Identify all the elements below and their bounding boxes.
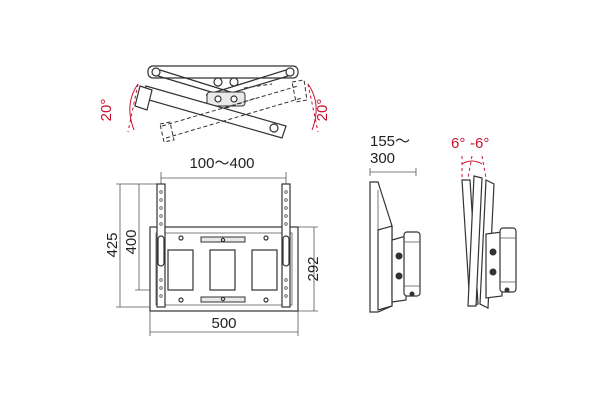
tilt-down-label: -6° <box>470 135 489 152</box>
plate-width-dimline <box>149 311 299 336</box>
swivel-left-label: 20° <box>98 99 115 122</box>
vesa-horizontal-dimline <box>160 172 287 184</box>
mount-plate-dashed <box>161 85 303 139</box>
pivot-left <box>151 67 161 77</box>
depth-dimline <box>369 168 417 176</box>
tilt-view: 6° -6° <box>451 135 517 309</box>
top-view-swivel: 20° 20° <box>98 65 331 143</box>
vesa-vertical-label: 400 <box>123 229 140 254</box>
side-arm <box>391 235 407 303</box>
plate-width-label: 500 <box>211 315 236 332</box>
tilt-arm <box>485 231 503 299</box>
tilt-panel-c <box>479 179 495 309</box>
swivel-arc-right <box>307 83 317 131</box>
center-hub <box>206 91 246 107</box>
side-view: 155～ 300 <box>369 133 421 313</box>
swivel-arc-left <box>129 83 139 131</box>
tilt-arc <box>461 160 483 165</box>
depth-label-line2: 300 <box>370 150 395 167</box>
wall-plate-top <box>147 65 299 79</box>
height-overall-label: 425 <box>104 232 121 257</box>
plate-height-label: 292 <box>305 256 322 281</box>
plate-end-left <box>134 85 153 111</box>
plate-window-left <box>167 249 194 291</box>
plate-window-right <box>251 249 278 291</box>
tilt-panel-b <box>467 175 483 307</box>
front-view: 100～400 425 400 <box>104 155 322 336</box>
swivel-right-label: 20° <box>314 99 331 122</box>
tilt-up-label: 6° <box>451 135 465 152</box>
plate-window-center <box>209 249 236 291</box>
vesa-horizontal-label: 100～400 <box>189 155 254 172</box>
pivot-right <box>285 67 295 77</box>
plate-height-dimline <box>298 226 318 312</box>
depth-label-line1: 155～ <box>370 133 410 150</box>
